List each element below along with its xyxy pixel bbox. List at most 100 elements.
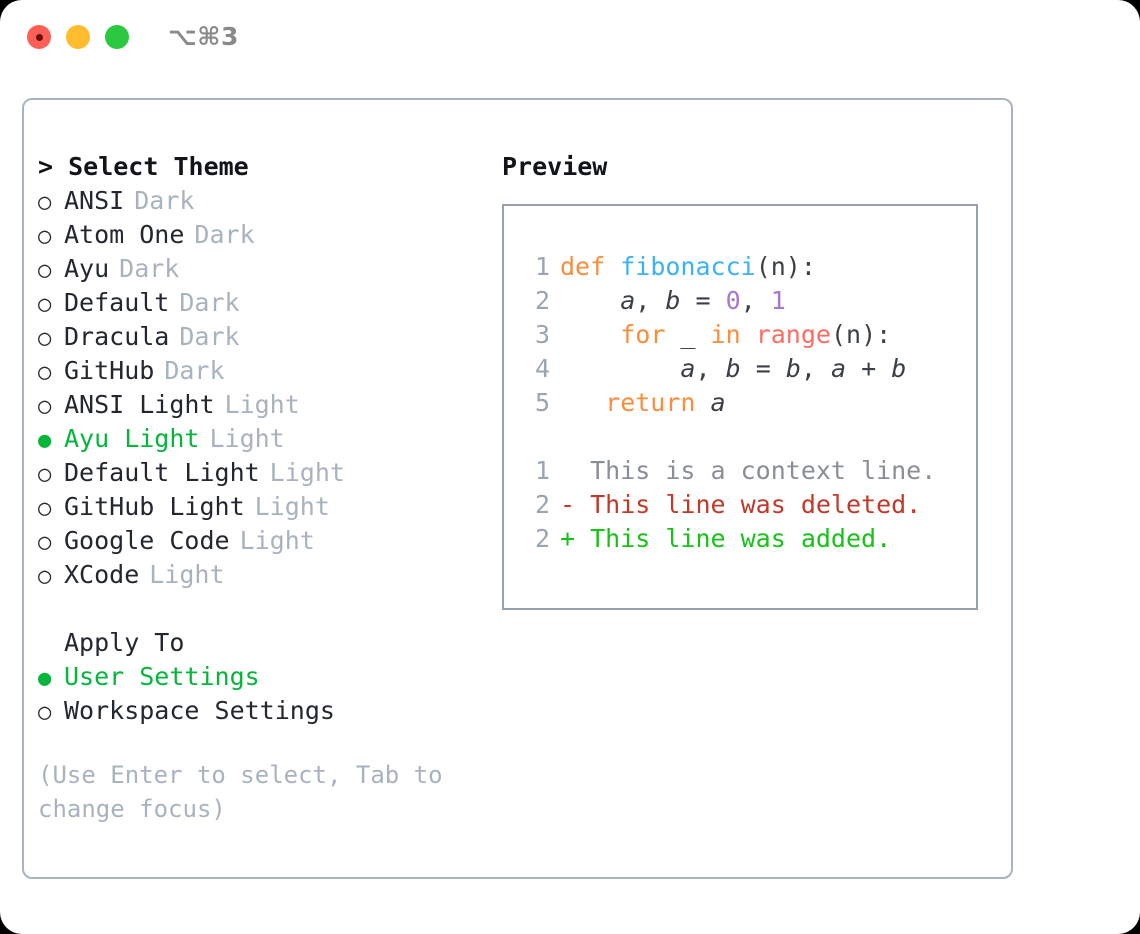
code-token (560, 388, 605, 417)
code-token: , (740, 286, 771, 315)
diff-line: 1 This is a context line. (516, 454, 936, 488)
radio-unselected-icon: ○ (38, 360, 52, 385)
apply-to-option-label: User Settings (64, 662, 260, 691)
theme-option-label: Default (64, 288, 170, 317)
apply-to-list[interactable]: ●User Settings ○ Workspace Settings (38, 660, 498, 728)
theme-option-tag: Dark (179, 288, 240, 317)
theme-option-label: Ayu (64, 254, 110, 283)
apply-to-label: Apply To (64, 628, 185, 657)
code-token: a (830, 354, 847, 383)
code-token (560, 354, 680, 383)
code-token: , (635, 286, 666, 315)
code-token (560, 320, 620, 349)
theme-option-tag: Light (224, 390, 300, 419)
radio-unselected-icon: ○ (38, 292, 52, 317)
code-token: def (560, 252, 606, 281)
code-token (741, 320, 756, 349)
code-token: b (891, 354, 907, 383)
preview-header: Preview (502, 152, 608, 181)
theme-option-tag: Dark (164, 356, 225, 385)
code-line-text: def fibonacci(n): (560, 250, 816, 284)
code-token: = (740, 354, 786, 383)
theme-option-ayu[interactable]: ○ Ayu Dark (38, 252, 498, 286)
code-token: _ (665, 320, 711, 349)
code-token: a (680, 354, 696, 383)
code-line-text: a, b = 0, 1 (560, 284, 786, 318)
code-token: a (710, 388, 726, 417)
theme-option-label: Default Light (64, 458, 260, 487)
apply-to-option-workspace-settings[interactable]: ○ Workspace Settings (38, 694, 498, 728)
window-controls (27, 25, 129, 49)
line-number: 1 (534, 252, 550, 281)
code-line: 2 a, b = 0, 1 (516, 284, 936, 318)
close-button[interactable] (27, 25, 51, 49)
code-token: range (755, 320, 831, 349)
line-number: 3 (534, 320, 550, 349)
theme-option-tag: Dark (179, 322, 240, 351)
code-line-text: a, b = b, a + b (560, 352, 906, 386)
theme-option-tag: Dark (119, 254, 180, 283)
code-token: b (665, 286, 681, 315)
code-token: in (710, 320, 741, 349)
keyboard-hint: (Use Enter to select, Tab to change focu… (38, 761, 458, 823)
line-number: 2 (534, 490, 550, 519)
apply-to-header: ○ Apply To (38, 626, 498, 660)
code-token: for (620, 320, 666, 349)
apply-to-marker-spacer: ○ (38, 628, 64, 662)
theme-option-default[interactable]: ○ Default Dark (38, 286, 498, 320)
code-token (605, 252, 620, 281)
radio-unselected-icon: ○ (38, 394, 52, 419)
theme-option-tag: Light (254, 492, 330, 521)
code-token: , (800, 354, 831, 383)
minimize-button[interactable] (66, 25, 90, 49)
code-token: a (620, 286, 636, 315)
diff-line: 2+ This line was added. (516, 522, 936, 556)
code-token: (n): (830, 320, 892, 349)
theme-option-tag: Light (269, 458, 345, 487)
line-number: 2 (534, 286, 550, 315)
theme-option-label: Ayu Light (64, 424, 200, 453)
radio-unselected-icon: ○ (38, 530, 52, 555)
code-line: 1 def fibonacci(n): (516, 250, 936, 284)
theme-option-label: GitHub Light (64, 492, 245, 521)
radio-unselected-icon: ○ (38, 496, 52, 521)
apply-to-option-label: Workspace Settings (64, 696, 335, 725)
theme-option-label: Google Code (64, 526, 230, 555)
maximize-button[interactable] (105, 25, 129, 49)
theme-option-atom-one[interactable]: ○ Atom One Dark (38, 218, 498, 252)
line-number: 2 (534, 524, 550, 553)
code-line-text: return a (560, 386, 726, 420)
radio-unselected-icon: ○ (38, 700, 52, 725)
theme-option-tag: Light (149, 560, 225, 589)
theme-option-tag: Dark (194, 220, 255, 249)
code-token: + (846, 354, 892, 383)
theme-option-label: ANSI Light (64, 390, 215, 419)
theme-option-tag: Light (239, 526, 315, 555)
theme-option-google-code[interactable]: ○ Google Code Light (38, 524, 498, 558)
radio-unselected-icon: ○ (38, 224, 52, 249)
apply-to-option-user-settings[interactable]: ●User Settings (38, 660, 498, 694)
code-spacer (516, 420, 936, 454)
keyboard-shortcut-label: ⌥⌘3 (168, 22, 239, 51)
radio-unselected-icon: ○ (38, 258, 52, 283)
theme-option-github-light[interactable]: ○ GitHub Light Light (38, 490, 498, 524)
radio-unselected-icon: ○ (38, 190, 52, 215)
radio-unselected-icon: ○ (38, 326, 52, 351)
theme-option-label: Atom One (64, 220, 185, 249)
line-number: 4 (534, 354, 550, 383)
code-token: 1 (770, 286, 786, 315)
select-theme-header: > Select Theme (38, 152, 249, 181)
theme-option-ansi-light[interactable]: ○ ANSI Light Light (38, 388, 498, 422)
line-number: 5 (534, 388, 550, 417)
